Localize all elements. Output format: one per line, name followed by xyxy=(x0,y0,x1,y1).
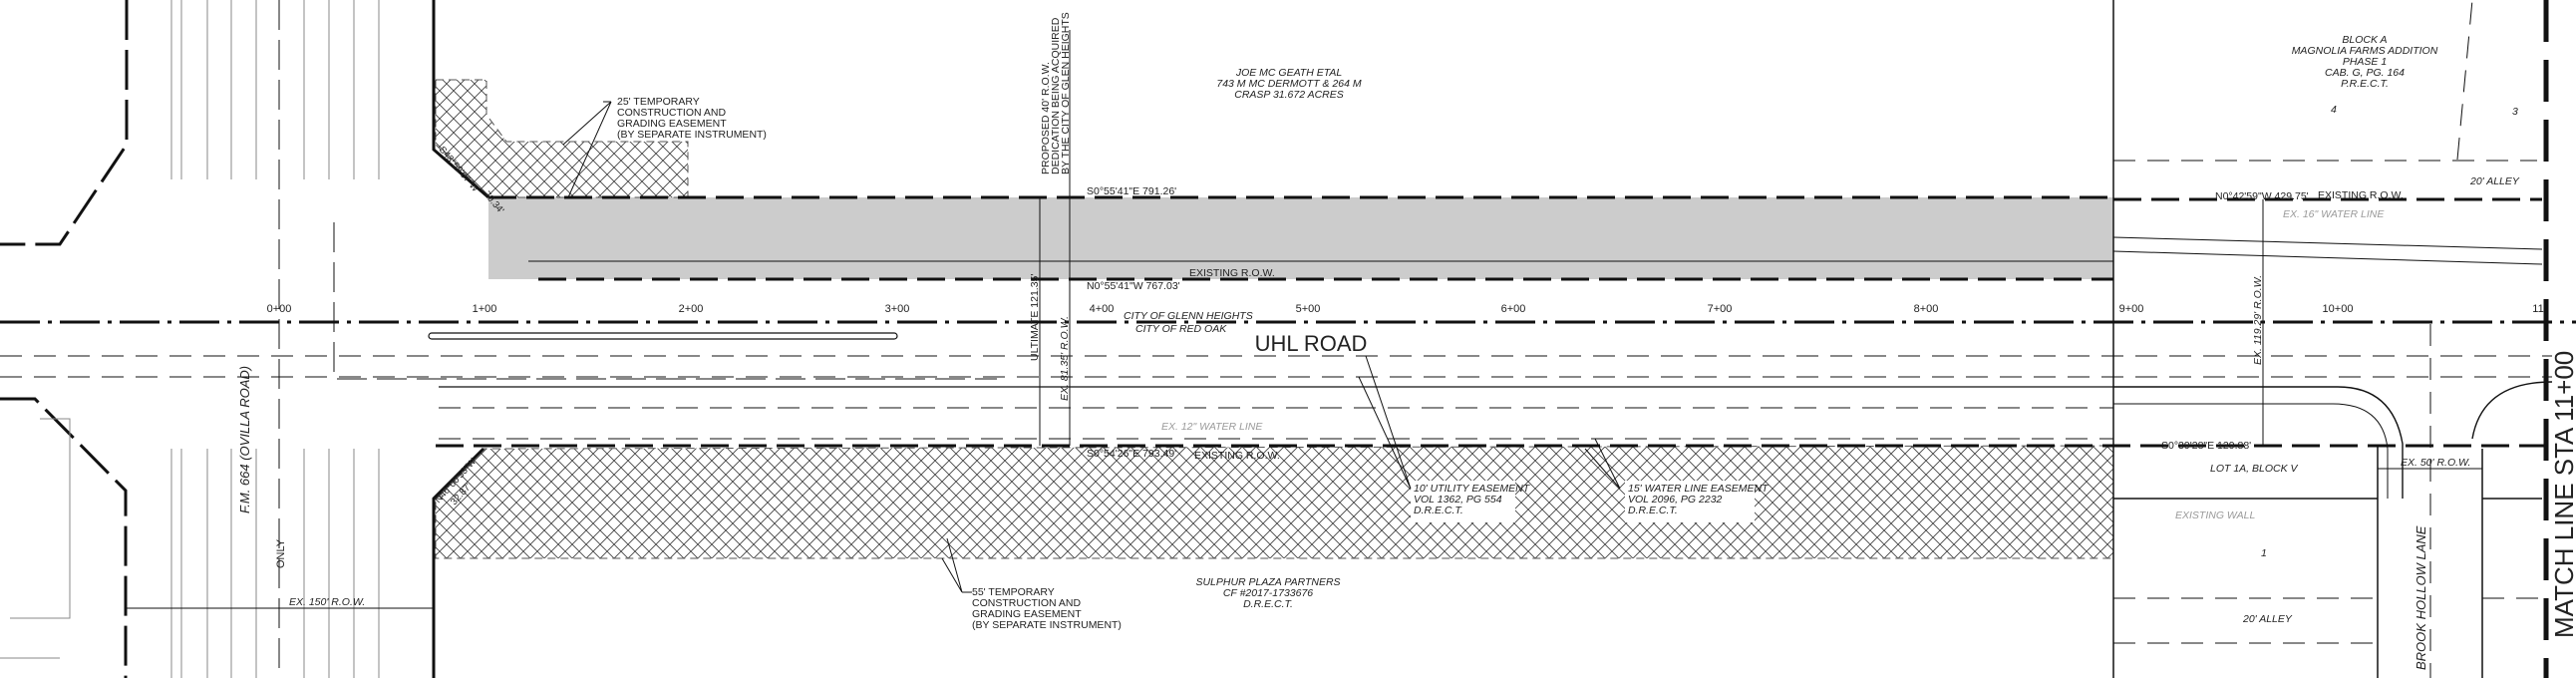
svg-text:D.R.E.C.T.: D.R.E.C.T. xyxy=(1414,505,1463,516)
cross-road-label: F.M. 664 (OVILLA ROAD) xyxy=(237,366,252,513)
lot-1-label: 1 xyxy=(2261,547,2267,559)
svg-text:(BY SEPARATE INSTRUMENT): (BY SEPARATE INSTRUMENT) xyxy=(617,129,767,141)
station-label: 6+00 xyxy=(1501,303,1526,315)
svg-text:JOE MC GEATH ETAL: JOE MC GEATH ETAL xyxy=(1235,67,1343,79)
fm664-lines xyxy=(0,0,997,678)
svg-text:CF #2017-1733676: CF #2017-1733676 xyxy=(1223,587,1313,599)
station-label: 4+00 xyxy=(1090,303,1115,315)
svg-text:10' UTILITY EASEMENT: 10' UTILITY EASEMENT xyxy=(1414,483,1531,495)
bearing-north: S0°55'41"E 791.26' xyxy=(1087,185,1176,197)
svg-text:D.R.E.C.T.: D.R.E.C.T. xyxy=(1628,505,1678,516)
north-owner-label: JOE MC GEATH ETAL 743 M MC DERMOTT & 264… xyxy=(1216,67,1362,101)
water-line-12-label: EX. 12" WATER LINE xyxy=(1161,421,1263,433)
only-pavement-marking: ONLY xyxy=(275,538,287,568)
alley-north-label: 20' ALLEY xyxy=(2469,175,2520,187)
leader-lines xyxy=(562,101,1621,593)
existing-row-label-right: EXISTING R.O.W. xyxy=(2318,189,2404,201)
road-name-label: UHL ROAD xyxy=(1255,331,1368,356)
ultimate-dimension: ULTIMATE 121.35' xyxy=(1029,274,1041,361)
svg-text:BY THE CITY OF GLEN HEIGHTS: BY THE CITY OF GLEN HEIGHTS xyxy=(1060,12,1072,174)
svg-text:PROPOSED 40' R.O.W.: PROPOSED 40' R.O.W. xyxy=(1040,62,1052,174)
bearing-south: S0°54'26"E 793.49' xyxy=(1087,448,1176,460)
south-owner-label: SULPHUR PLAZA PARTNERS CF #2017-1733676 … xyxy=(1195,576,1340,610)
station-label: 7+00 xyxy=(1708,303,1733,315)
water-easement-label: 15' WATER LINE EASEMENT VOL 2096, PG 223… xyxy=(1628,483,1770,516)
svg-text:CRASP 31.672 ACRES: CRASP 31.672 ACRES xyxy=(1234,89,1344,101)
existing-row-label-south: EXISTING R.O.W. xyxy=(1194,450,1280,462)
proposed-row-taper xyxy=(488,197,538,279)
bearing-existing-north: N0°55'41"W 767.03' xyxy=(1087,280,1180,292)
svg-text:25' TEMPORARY: 25' TEMPORARY xyxy=(617,96,700,108)
svg-text:PHASE 1: PHASE 1 xyxy=(2343,56,2387,68)
temp-easement-55-hatch xyxy=(435,445,2114,559)
proposed-row-label: PROPOSED 40' R.O.W. DEDICATION BEING ACQ… xyxy=(1040,12,1072,174)
match-line-label: MATCH LINE STA 11+00 xyxy=(2549,351,2576,638)
station-label: 5+00 xyxy=(1296,303,1321,315)
ex-row-50-dimension: EX. 50' R.O.W. xyxy=(2401,457,2470,469)
station-label: 8+00 xyxy=(1914,303,1939,315)
station-label: 2+00 xyxy=(679,303,704,315)
station-label: 0+00 xyxy=(267,303,292,315)
temp-easement-55-label: 55' TEMPORARY CONSTRUCTION AND GRADING E… xyxy=(972,586,1122,631)
ex-row-150-dimension: EX. 150' R.O.W. xyxy=(289,596,365,608)
svg-text:BLOCK A: BLOCK A xyxy=(2342,34,2387,46)
station-label: 1+00 xyxy=(473,303,497,315)
temp-easement-25-hatch xyxy=(435,79,689,198)
svg-text:VOL 2096, PG 2232: VOL 2096, PG 2232 xyxy=(1628,494,1723,506)
existing-row-label-north: EXISTING R.O.W. xyxy=(1189,267,1275,279)
svg-text:743 M MC DERMOTT & 264 M: 743 M MC DERMOTT & 264 M xyxy=(1216,78,1362,90)
svg-text:D.R.E.C.T.: D.R.E.C.T. xyxy=(1243,598,1293,610)
svg-text:CONSTRUCTION AND: CONSTRUCTION AND xyxy=(972,597,1082,609)
svg-text:55' TEMPORARY: 55' TEMPORARY xyxy=(972,586,1055,598)
water-easement-label-bg xyxy=(1625,481,1755,522)
svg-text:DEDICATION BEING ACQUIRED: DEDICATION BEING ACQUIRED xyxy=(1050,17,1062,174)
ex-row-119-dimension: EX. 119.29' R.O.W. xyxy=(2252,275,2264,365)
alley-south-label: 20' ALLEY xyxy=(2242,613,2293,625)
utility-easement-label: 10' UTILITY EASEMENT VOL 1362, PG 554 D.… xyxy=(1414,483,1531,516)
right-side-lines xyxy=(2113,0,2553,678)
lot-3-label: 3 xyxy=(2512,106,2518,118)
bearing-right-north: N0°42'59"W 429.75' xyxy=(2215,190,2309,202)
proposed-row-area xyxy=(488,197,2113,279)
svg-text:CAB. G, PG. 164: CAB. G, PG. 164 xyxy=(2325,67,2405,79)
svg-text:CONSTRUCTION AND: CONSTRUCTION AND xyxy=(617,107,727,119)
side-street-label: BROOK HOLLOW LANE xyxy=(2414,525,2428,670)
bearing-right-south: S0°39'28"E 129.88' xyxy=(2161,440,2251,452)
lot-4-label: 4 xyxy=(2331,104,2337,116)
svg-text:GRADING EASEMENT: GRADING EASEMENT xyxy=(972,608,1082,620)
station-label: 10+00 xyxy=(2323,303,2354,315)
temp-easement-25-label: 25' TEMPORARY CONSTRUCTION AND GRADING E… xyxy=(617,96,767,141)
station-labels: 0+00 1+00 2+00 3+00 4+00 5+00 6+00 7+00 … xyxy=(267,303,2544,315)
svg-text:(BY SEPARATE INSTRUMENT): (BY SEPARATE INSTRUMENT) xyxy=(972,619,1122,631)
station-label: 9+00 xyxy=(2119,303,2144,315)
station-label: 11 xyxy=(2532,303,2543,315)
lot-1a-label: LOT 1A, BLOCK V xyxy=(2210,463,2299,475)
svg-text:SULPHUR PLAZA PARTNERS: SULPHUR PLAZA PARTNERS xyxy=(1195,576,1340,588)
water-line-16-label: EX. 16" WATER LINE xyxy=(2283,208,2385,220)
block-a-label: BLOCK A MAGNOLIA FARMS ADDITION PHASE 1 … xyxy=(2292,34,2438,90)
svg-text:MAGNOLIA FARMS ADDITION: MAGNOLIA FARMS ADDITION xyxy=(2292,45,2438,57)
ex-row-81-dimension: EX. 81.35' R.O.W. xyxy=(1059,316,1071,401)
svg-text:P.R.E.C.T.: P.R.E.C.T. xyxy=(2341,78,2389,90)
svg-text:GRADING EASEMENT: GRADING EASEMENT xyxy=(617,118,727,130)
svg-text:15' WATER LINE EASEMENT: 15' WATER LINE EASEMENT xyxy=(1628,483,1770,495)
city-south-label: CITY OF RED OAK xyxy=(1135,323,1227,335)
svg-text:VOL 1362, PG 554: VOL 1362, PG 554 xyxy=(1414,494,1502,506)
utility-easement-label-bg xyxy=(1411,481,1515,522)
station-label: 3+00 xyxy=(885,303,910,315)
city-north-label: CITY OF GLENN HEIGHTS xyxy=(1124,310,1253,322)
existing-wall-label: EXISTING WALL xyxy=(2175,509,2255,521)
